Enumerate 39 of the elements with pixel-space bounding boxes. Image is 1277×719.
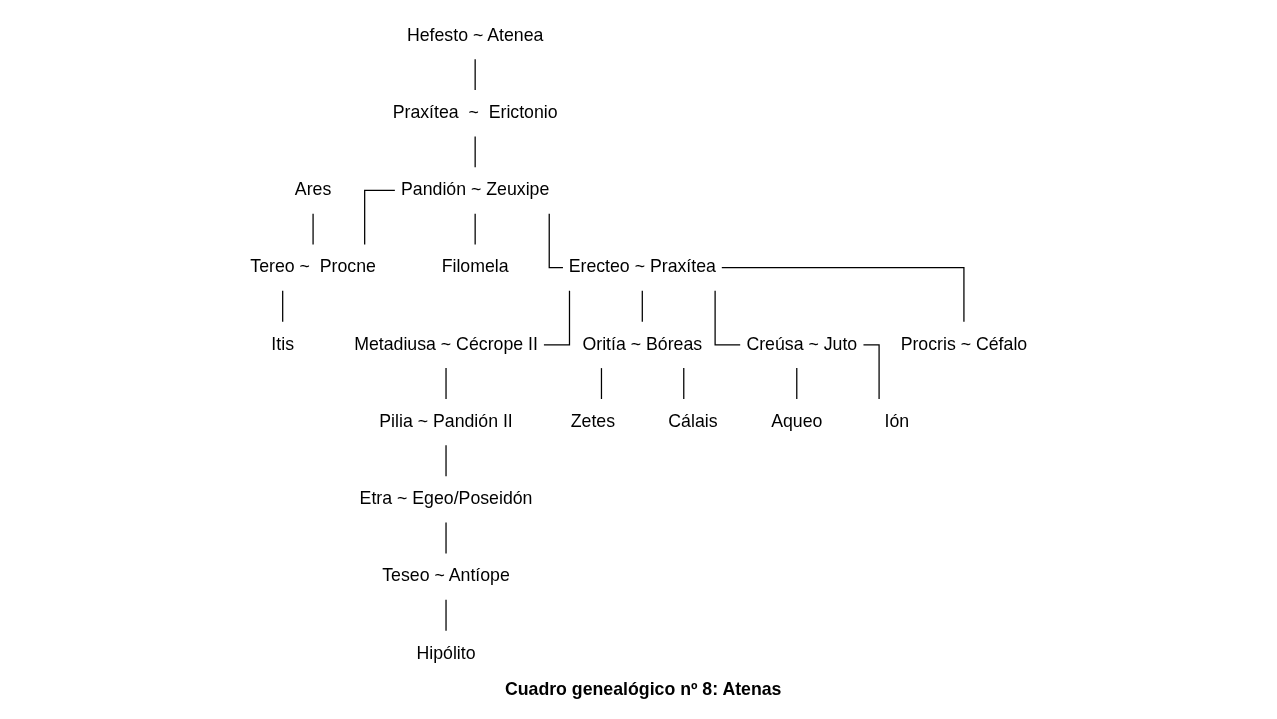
node-text: Metadiusa ~ Cécrope II <box>354 333 538 354</box>
node-text: Hefesto ~ Atenea <box>406 24 544 45</box>
connector <box>364 189 396 246</box>
connector <box>796 367 798 400</box>
node-text: Hipólito <box>416 642 476 663</box>
connector <box>600 367 603 400</box>
caption: Cuadro genealógico nº 8: Atenas <box>504 678 782 699</box>
connector <box>312 213 314 246</box>
connector <box>641 290 643 323</box>
node-text: Teseo ~ Antíope <box>382 565 510 586</box>
connector <box>282 290 284 323</box>
node-text: Erecteo ~ Praxítea <box>568 256 716 277</box>
node-text: Pilia ~ Pandión II <box>379 410 513 431</box>
connector <box>445 444 447 477</box>
node-text: Tereo ~ Procne <box>250 256 376 277</box>
connector <box>445 367 447 400</box>
connector <box>543 290 571 346</box>
node-text: Cálais <box>668 410 718 431</box>
node-text: Etra ~ Egeo/Poseidón <box>359 488 533 509</box>
node-text: Oritía ~ Bóreas <box>582 333 703 354</box>
connector <box>445 521 447 555</box>
node-text: Creúsa ~ Juto <box>746 333 858 354</box>
node-text: Pandión ~ Zeuxipe <box>401 179 550 200</box>
node-text: Procris ~ Céfalo <box>900 333 1028 354</box>
connector <box>474 58 476 91</box>
connector <box>474 213 476 246</box>
node-text: Ión <box>884 410 910 431</box>
node-text: Praxítea ~ Erictonio <box>392 101 558 122</box>
node-text: Itis <box>271 333 295 354</box>
node-text: Ares <box>294 179 332 200</box>
node-text: Aqueo <box>771 410 823 431</box>
connector <box>714 290 741 346</box>
connector <box>474 135 476 168</box>
connector <box>721 267 965 323</box>
node-text: Zetes <box>570 410 616 431</box>
connector <box>548 213 564 269</box>
connector <box>445 599 447 632</box>
node-text: Filomela <box>441 256 509 277</box>
connector <box>683 367 685 400</box>
